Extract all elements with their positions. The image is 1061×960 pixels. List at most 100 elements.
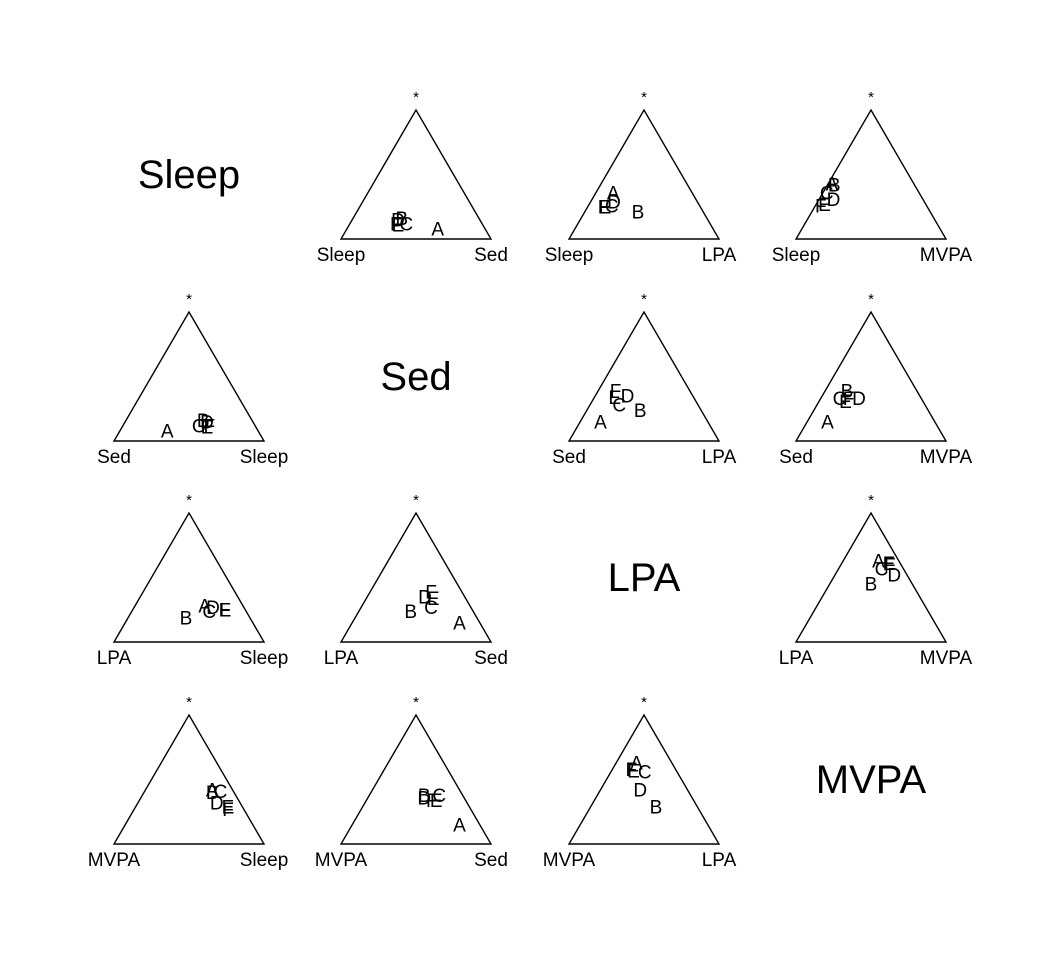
data-point-C: C	[424, 598, 438, 619]
data-point-F: F	[884, 555, 896, 576]
data-point-C: C	[202, 602, 216, 623]
data-point-E: E	[608, 388, 621, 409]
data-point-C: C	[399, 214, 413, 235]
data-point-D: D	[827, 190, 841, 211]
ternary-triangle	[794, 511, 948, 643]
right-vertex-label: MVPA	[920, 648, 973, 669]
ternary-triangle	[339, 108, 493, 240]
top-vertex-label: *	[413, 492, 419, 509]
data-point-A: A	[453, 815, 466, 836]
right-vertex-label: LPA	[702, 447, 737, 468]
left-vertex-label: Sleep	[317, 245, 366, 266]
ternary-triangle	[112, 713, 266, 845]
diagonal-variable-label: Sleep	[138, 153, 240, 197]
data-point-D: D	[418, 588, 432, 609]
data-point-B: B	[395, 209, 408, 230]
ternary-triangle	[112, 511, 266, 643]
ternary-triangle	[794, 108, 948, 240]
diagonal-variable-label: MVPA	[816, 758, 927, 802]
ternary-triangle	[339, 713, 493, 845]
data-point-E: E	[201, 418, 214, 439]
top-vertex-label: *	[413, 89, 419, 106]
top-vertex-label: *	[868, 492, 874, 509]
top-vertex-label: *	[641, 291, 647, 308]
ternary-triangle	[567, 310, 721, 442]
data-point-C: C	[833, 389, 847, 410]
top-vertex-label: *	[641, 89, 647, 106]
data-point-F: F	[219, 601, 231, 622]
data-point-C: C	[432, 786, 446, 807]
data-point-A: A	[431, 219, 444, 240]
top-vertex-label: *	[413, 694, 419, 711]
data-point-A: A	[630, 754, 643, 775]
left-vertex-label: LPA	[779, 648, 814, 669]
top-vertex-label: *	[641, 694, 647, 711]
data-point-F: F	[203, 416, 215, 437]
data-point-A: A	[453, 613, 466, 634]
left-vertex-label: Sleep	[772, 245, 821, 266]
data-point-D: D	[887, 566, 901, 587]
data-point-B: B	[634, 401, 647, 422]
data-point-E: E	[219, 601, 232, 622]
data-point-C: C	[820, 183, 834, 204]
data-point-F: F	[425, 582, 437, 603]
data-point-B: B	[650, 797, 663, 818]
ternary-triangle	[112, 310, 266, 442]
data-point-F: F	[610, 381, 622, 402]
data-point-A: A	[872, 552, 885, 573]
data-point-E: E	[599, 198, 612, 219]
right-vertex-label: MVPA	[920, 447, 973, 468]
data-point-F: F	[815, 196, 827, 217]
data-point-C: C	[875, 559, 889, 580]
data-point-E: E	[427, 589, 440, 610]
data-point-D: D	[621, 387, 635, 408]
data-point-B: B	[404, 602, 417, 623]
data-point-E: E	[430, 791, 443, 812]
right-vertex-label: Sleep	[240, 447, 289, 468]
diagonal-variable-label: Sed	[380, 355, 451, 399]
right-vertex-label: Sleep	[240, 850, 289, 871]
left-vertex-label: Sleep	[545, 245, 594, 266]
data-point-B: B	[180, 608, 193, 629]
left-vertex-label: MVPA	[88, 850, 141, 871]
top-vertex-label: *	[186, 694, 192, 711]
left-vertex-label: LPA	[97, 648, 132, 669]
top-vertex-label: *	[186, 492, 192, 509]
top-vertex-label: *	[186, 291, 192, 308]
data-point-A: A	[594, 412, 607, 433]
data-point-F: F	[625, 760, 637, 781]
right-vertex-label: MVPA	[920, 245, 973, 266]
data-point-C: C	[638, 763, 652, 784]
left-vertex-label: Sed	[779, 447, 813, 468]
data-point-D: D	[206, 598, 220, 619]
data-point-D: D	[200, 412, 214, 433]
data-point-F: F	[222, 800, 234, 821]
data-point-E: E	[818, 195, 831, 216]
data-point-A: A	[161, 421, 174, 442]
left-vertex-label: MVPA	[315, 850, 368, 871]
data-point-B: B	[632, 203, 645, 224]
right-vertex-label: LPA	[702, 850, 737, 871]
data-point-D: D	[633, 781, 647, 802]
left-vertex-label: Sed	[552, 447, 586, 468]
data-point-B: B	[418, 786, 431, 807]
data-point-E: E	[392, 216, 405, 237]
data-point-A: A	[821, 412, 834, 433]
data-point-A: A	[198, 597, 211, 618]
data-point-B: B	[865, 575, 878, 596]
data-point-B: B	[828, 176, 841, 197]
diagonal-variable-label: LPA	[608, 556, 681, 600]
data-point-F: F	[390, 214, 402, 235]
top-vertex-label: *	[868, 89, 874, 106]
data-point-D: D	[210, 794, 224, 815]
right-vertex-label: Sed	[474, 850, 508, 871]
